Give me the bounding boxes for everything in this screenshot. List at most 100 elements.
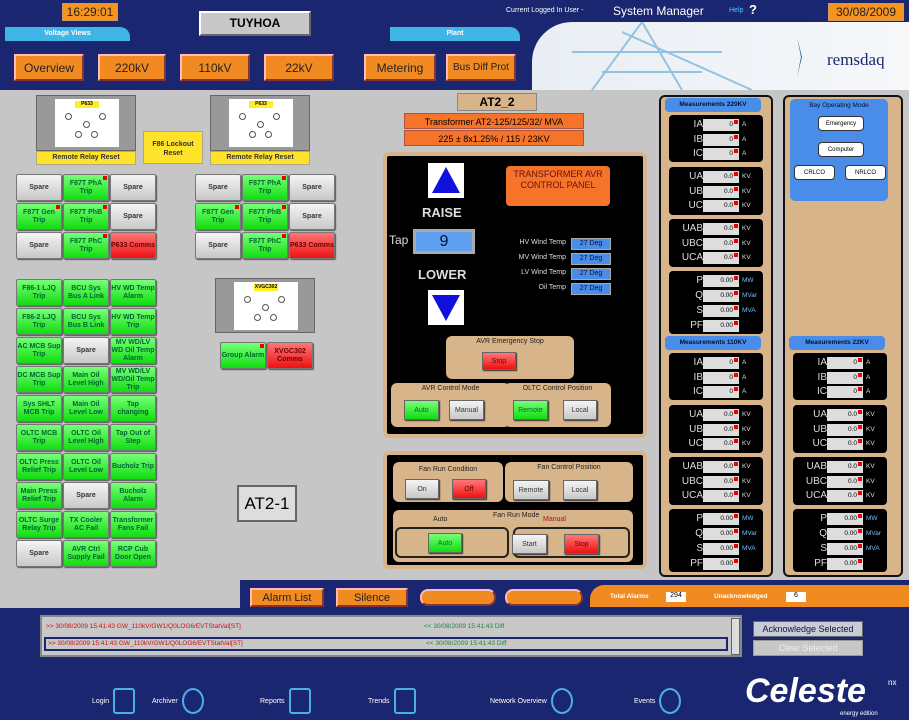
nrlco-button[interactable]: NRLCO: [845, 165, 886, 180]
emergency-button[interactable]: Emergency: [818, 116, 864, 131]
alarm-indicator-button[interactable]: F87T PhA Trip: [63, 174, 109, 201]
alarm-indicator-button[interactable]: Spare: [63, 482, 109, 509]
alarm-indicator-button[interactable]: F86-1 LJQ Trip: [16, 279, 62, 306]
alarm-indicator-button[interactable]: Spare: [16, 540, 62, 567]
fan-auto-button[interactable]: Auto: [428, 533, 462, 553]
fan-start-button[interactable]: Start: [512, 534, 547, 554]
nav-events[interactable]: Events: [634, 688, 682, 714]
alarm-indicator-button[interactable]: Transformer Fans Fail: [110, 511, 156, 538]
nav-trends[interactable]: Trends: [368, 688, 416, 714]
alarm-indicator-button[interactable]: Tap changing: [110, 395, 156, 422]
alarm-indicator-button[interactable]: Main Oil Level Low: [63, 395, 109, 422]
nav-reports[interactable]: Reports: [260, 688, 311, 714]
oltc-local-button[interactable]: Local: [563, 400, 597, 420]
fan-stop-button[interactable]: Stop: [564, 534, 599, 554]
acknowledge-selected-button[interactable]: Acknowledge Selected: [753, 621, 863, 637]
fan-off-button[interactable]: Off: [452, 479, 486, 499]
alarm-indicator-button[interactable]: P633 Comms: [289, 232, 335, 259]
alarm-indicator-button[interactable]: Spare: [16, 174, 62, 201]
alarm-indicator-button[interactable]: Spare: [110, 174, 156, 201]
alarm-row[interactable]: >> 30/08/2009 15:41:43 GW_110kV/GW1/Q0LO…: [44, 637, 728, 651]
nav-metering[interactable]: Metering: [364, 54, 436, 81]
nav-overview[interactable]: Overview: [14, 54, 84, 81]
oltc-remote-button[interactable]: Remote: [513, 400, 548, 420]
alarm-indicator-button[interactable]: MV WD/LV WD Oil Temp Alarm: [110, 337, 156, 364]
manual-label: Manual: [543, 516, 566, 523]
alarm-indicator-button[interactable]: HV WD Temp Alarm: [110, 279, 156, 306]
alarm-list-scrollbar[interactable]: [731, 618, 740, 655]
nav-220kv[interactable]: 220kV: [98, 54, 166, 81]
computer-button[interactable]: Computer: [818, 142, 864, 157]
nav-login[interactable]: Login: [92, 688, 136, 714]
alarm-indicator-button[interactable]: F87T PhC Trip: [242, 232, 288, 259]
alarm-indicator-button[interactable]: F87T PhA Trip: [242, 174, 288, 201]
alarm-indicator-button[interactable]: F87T Gen Trip: [195, 203, 241, 230]
help-icon[interactable]: ?: [749, 2, 757, 17]
alarm-indicator-button[interactable]: Spare: [63, 337, 109, 364]
alarm-indicator-button[interactable]: AVR Ctrl Supply Fail: [63, 540, 109, 567]
alarm-indicator-button[interactable]: F86-2 LJQ Trip: [16, 308, 62, 335]
blank-button[interactable]: [420, 589, 496, 606]
avr-manual-button[interactable]: Manual: [449, 400, 484, 420]
crlco-button[interactable]: CRLCO: [794, 165, 835, 180]
measurement-label: IB: [817, 371, 827, 383]
alarm-indicator-button[interactable]: AC MCB Sup Trip: [16, 337, 62, 364]
remote-relay-reset-button[interactable]: Remote Relay Reset: [36, 151, 136, 165]
alarm-indicator-button[interactable]: DC MCB Sup Trip: [16, 366, 62, 393]
clear-selected-button[interactable]: Clear Selected: [753, 640, 863, 656]
alarm-indicator-button[interactable]: Bucholz Trip: [110, 453, 156, 480]
alarm-indicator-button[interactable]: BCU Sys Bus A Link: [63, 279, 109, 306]
alarm-indicator-button[interactable]: MV WD/LV WD/Oil Temp Trip: [110, 366, 156, 393]
nav-110kv[interactable]: 110kV: [180, 54, 250, 81]
remote-relay-reset-button[interactable]: Remote Relay Reset: [210, 151, 310, 165]
fan-on-button[interactable]: On: [405, 479, 439, 499]
alarm-indicator-button[interactable]: OLTC Oil Level High: [63, 424, 109, 451]
alarm-indicator-button[interactable]: OLTC Surge Relay Trip: [16, 511, 62, 538]
alarm-indicator-button[interactable]: Spare: [289, 174, 335, 201]
nav-network-overview[interactable]: Network Overview: [490, 688, 573, 714]
station-button[interactable]: TUYHOA: [199, 11, 311, 36]
alarm-indicator-button[interactable]: F87T PhB Trip: [242, 203, 288, 230]
alarm-indicator-button[interactable]: TX Cooler AC Fail: [63, 511, 109, 538]
alarm-indicator-button[interactable]: XVGC302 Comms: [267, 342, 313, 369]
at2-1-button[interactable]: AT2-1: [237, 485, 297, 522]
alarm-indicator-button[interactable]: OLTC MCB Trip: [16, 424, 62, 451]
alarm-indicator-button[interactable]: Main Press Relief Trip: [16, 482, 62, 509]
celeste-logo: Celeste: [745, 672, 866, 710]
lower-button[interactable]: [428, 290, 464, 325]
alarm-indicator-button[interactable]: Spare: [289, 203, 335, 230]
avr-auto-button[interactable]: Auto: [404, 400, 439, 420]
raise-button[interactable]: [428, 163, 464, 198]
alarm-list-button[interactable]: Alarm List: [250, 588, 324, 607]
alarm-indicator-button[interactable]: RCP Cub Door Open: [110, 540, 156, 567]
avr-stop-button[interactable]: Stop: [482, 352, 516, 370]
alarm-indicator-button[interactable]: P633 Comms: [110, 232, 156, 259]
f86-lockout-reset-button[interactable]: F86 Lockout Reset: [143, 131, 203, 164]
alarm-indicator-button[interactable]: Spare: [16, 232, 62, 259]
alarm-indicator-button[interactable]: Sys SHLT MCB Trip: [16, 395, 62, 422]
silence-button[interactable]: Silence: [336, 588, 408, 607]
alarm-indicator-button[interactable]: BCU Sys Bus B Link: [63, 308, 109, 335]
nav-bus-diff-prot[interactable]: Bus Diff Prot: [446, 54, 516, 81]
alarm-indicator-button[interactable]: Group Alarm: [220, 342, 266, 369]
nav-22kv[interactable]: 22kV: [264, 54, 334, 81]
alarm-indicator-button[interactable]: OLTC Oil Level Low: [63, 453, 109, 480]
fan-remote-button[interactable]: Remote: [513, 480, 549, 500]
alarm-indicator-button[interactable]: OLTC Press Relief Trip: [16, 453, 62, 480]
fan-local-button[interactable]: Local: [563, 480, 597, 500]
alarm-indicator-button[interactable]: Spare: [195, 232, 241, 259]
alarm-indicator-button[interactable]: Main Oil Level High: [63, 366, 109, 393]
alarm-indicator-button[interactable]: Bucholz Alarm: [110, 482, 156, 509]
alarm-indicator-button[interactable]: F87T PhC Trip: [63, 232, 109, 259]
alarm-indicator-button[interactable]: Tap Out of Step: [110, 424, 156, 451]
avr-panel-title: TRANSFORMER AVR CONTROL PANEL: [506, 166, 610, 206]
blank-button[interactable]: [505, 589, 583, 606]
alarm-indicator-button[interactable]: HV WD Temp Trip: [110, 308, 156, 335]
alarm-indicator-button[interactable]: Spare: [110, 203, 156, 230]
alarm-indicator-button[interactable]: F87T Gen Trip: [16, 203, 62, 230]
alarm-row[interactable]: >> 30/08/2009 15:41:43 GW_110kV/GW1/Q0LO…: [44, 620, 728, 634]
nav-archiver[interactable]: Archiver: [152, 688, 204, 714]
help-link[interactable]: Help: [729, 7, 744, 14]
alarm-indicator-button[interactable]: Spare: [195, 174, 241, 201]
alarm-indicator-button[interactable]: F87T PhB Trip: [63, 203, 109, 230]
